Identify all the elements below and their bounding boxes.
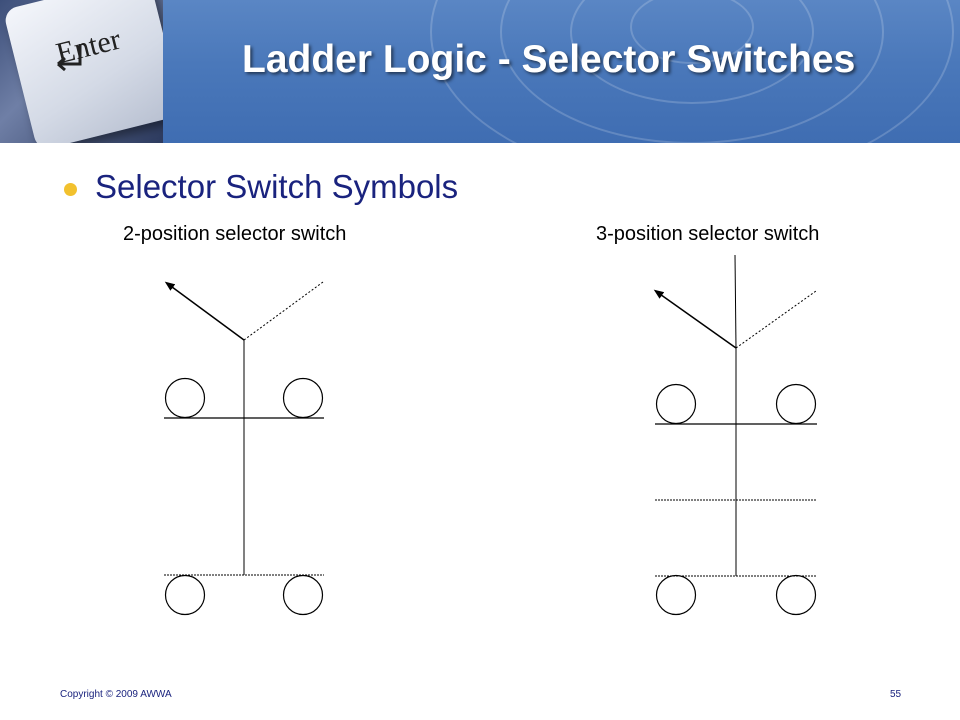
contact-circle bbox=[164, 377, 206, 419]
page-title: Ladder Logic - Selector Switches bbox=[242, 38, 856, 81]
bullet-heading: Selector Switch Symbols bbox=[95, 168, 459, 205]
contact-circle bbox=[655, 383, 697, 425]
three-position-switch-symbol bbox=[653, 254, 817, 616]
selector-pointer-arrow bbox=[653, 289, 737, 349]
contact-circle bbox=[164, 574, 206, 616]
two-position-label: 2-position selector switch bbox=[123, 223, 347, 245]
selector-pointer-arrow bbox=[164, 281, 245, 341]
bullet-dot-icon bbox=[64, 183, 77, 196]
copyright-footer: Copyright © 2009 AWWA bbox=[60, 689, 172, 700]
two-position-switch-symbol bbox=[164, 281, 324, 616]
center-position-line bbox=[734, 254, 737, 349]
arrow-icon bbox=[57, 44, 82, 72]
contact-circle bbox=[775, 383, 817, 425]
page-number: 55 bbox=[890, 689, 902, 700]
alternate-position-line bbox=[243, 281, 324, 341]
keyboard-image: Enter bbox=[0, 0, 163, 143]
ripple-decoration bbox=[630, 0, 754, 64]
header-banner: Enter Ladder Logic - Selector Switches bbox=[0, 0, 960, 143]
contact-circle bbox=[282, 377, 324, 419]
three-position-label: 3-position selector switch bbox=[596, 223, 820, 245]
contact-circle bbox=[282, 574, 324, 616]
contact-circle bbox=[655, 574, 697, 616]
alternate-position-line bbox=[735, 290, 817, 349]
contact-circle bbox=[775, 574, 817, 616]
